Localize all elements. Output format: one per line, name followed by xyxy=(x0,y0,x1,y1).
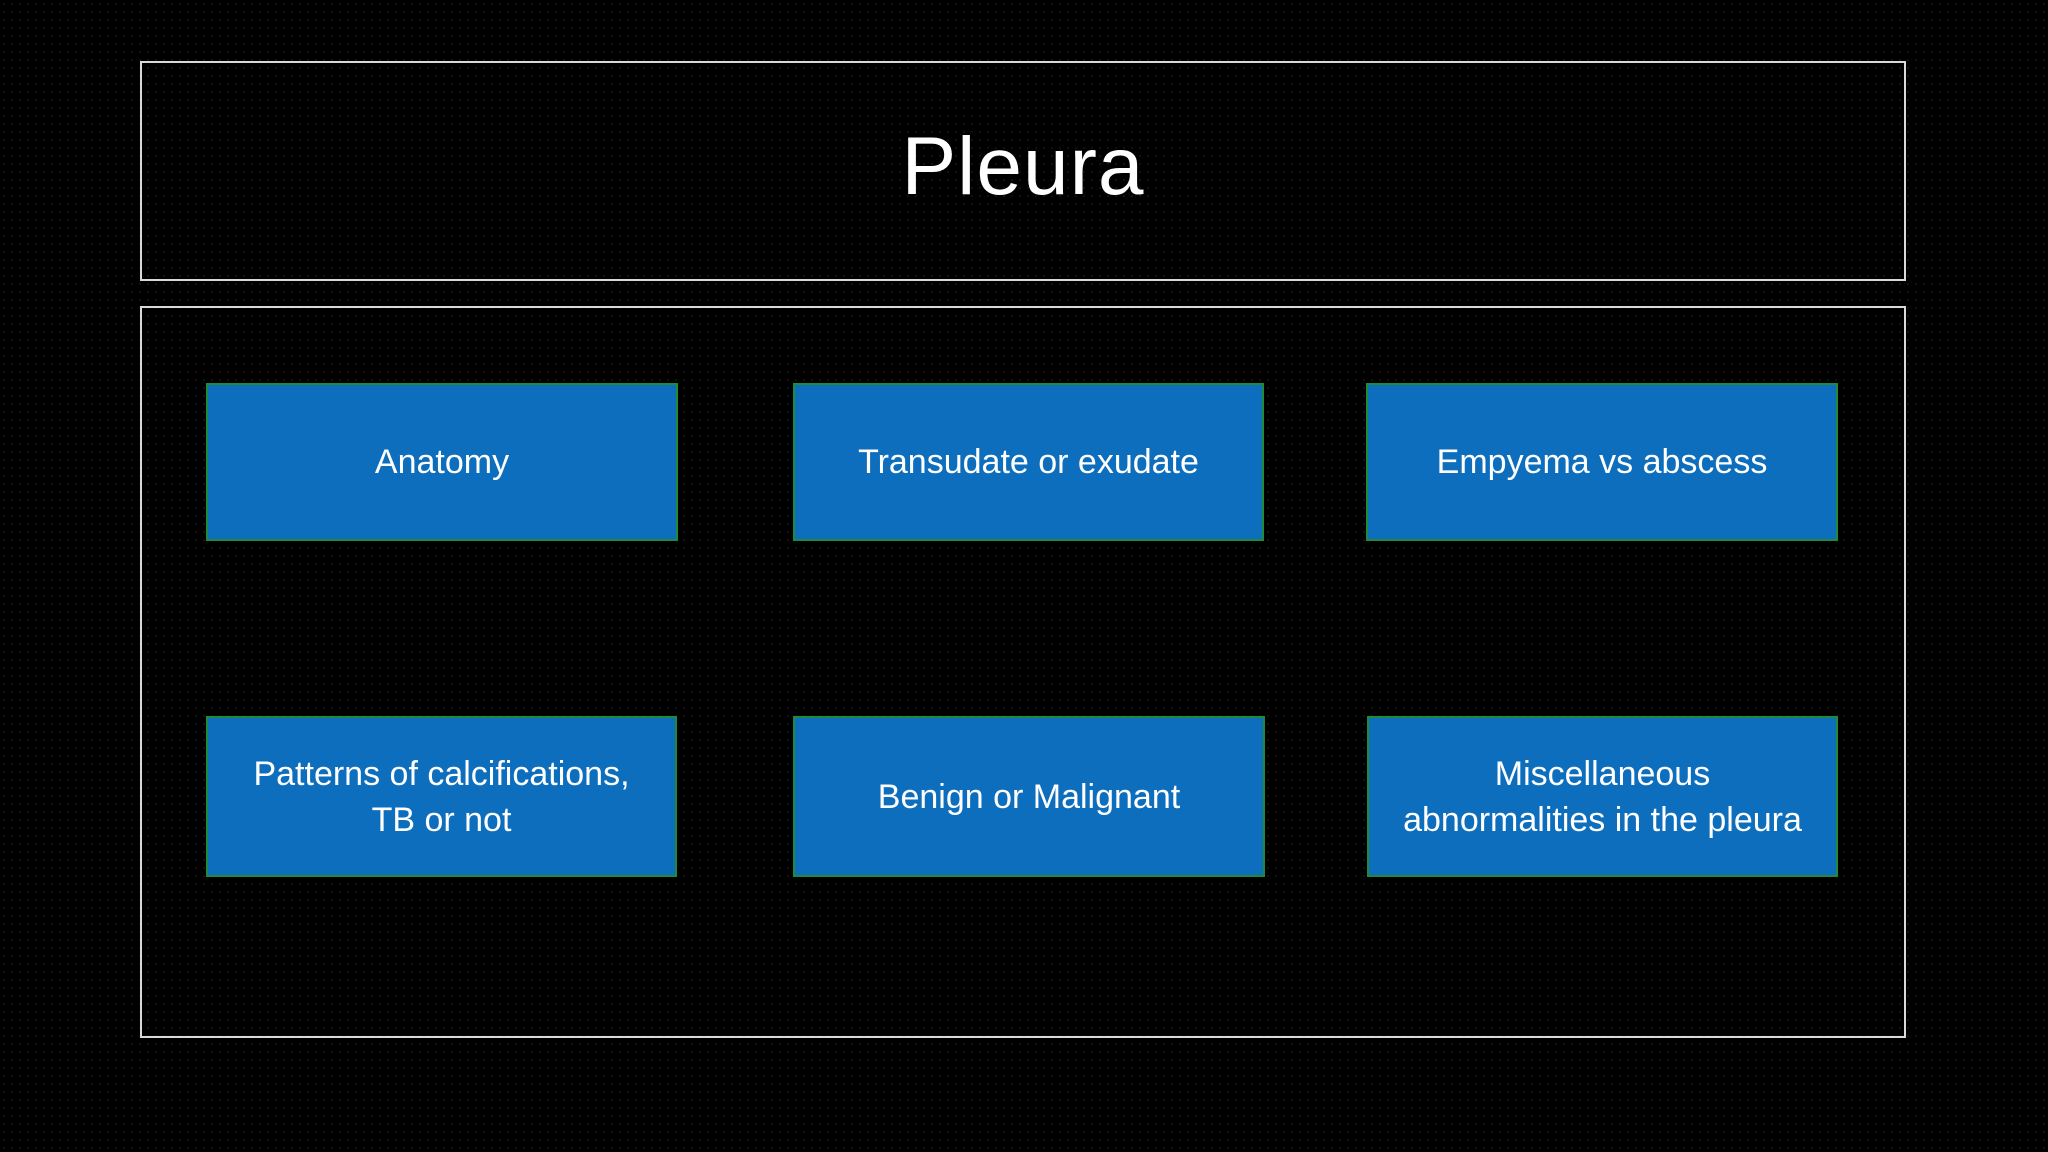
topic-benign-or-malignant[interactable]: Benign or Malignant xyxy=(793,716,1265,877)
topic-label: Anatomy xyxy=(374,443,510,481)
content-frame xyxy=(140,306,1906,1038)
topic-label: Patterns of calcifications, TB or not xyxy=(253,754,630,839)
topic-empyema-vs-abscess[interactable]: Empyema vs abscess xyxy=(1366,383,1838,541)
slide-title: Pleura xyxy=(901,121,1145,212)
topic-miscellaneous-abnormalities[interactable]: Miscellaneous abnormalities in the pleur… xyxy=(1367,716,1838,877)
topic-label: Empyema vs abscess xyxy=(1436,443,1768,481)
topic-label: Benign or Malignant xyxy=(877,777,1181,816)
topic-transudate-or-exudate[interactable]: Transudate or exudate xyxy=(793,383,1264,541)
topic-anatomy[interactable]: Anatomy xyxy=(206,383,678,541)
title-frame: Pleura xyxy=(140,61,1906,281)
topic-patterns-of-calcifications[interactable]: Patterns of calcifications, TB or not xyxy=(206,716,677,877)
topic-label: Transudate or exudate xyxy=(858,443,1199,481)
topic-label: Miscellaneous abnormalities in the pleur… xyxy=(1403,754,1802,839)
